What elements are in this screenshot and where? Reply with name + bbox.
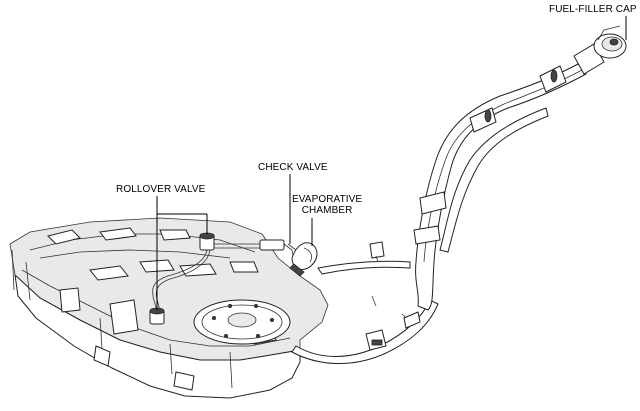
evaporative-chamber-part bbox=[289, 242, 318, 277]
evaporative-chamber-label-line2: CHAMBER bbox=[301, 205, 353, 216]
leader-lines bbox=[156, 16, 627, 310]
filler-neck bbox=[413, 25, 627, 311]
evaporative-chamber-label: EVAPORATIVE CHAMBER bbox=[292, 194, 362, 216]
evaporative-chamber-label-line1: EVAPORATIVE bbox=[292, 194, 363, 205]
fuel-filler-cap-label: FUEL-FILLER CAP bbox=[549, 4, 637, 15]
check-valve-part bbox=[259, 239, 299, 263]
check-valve-label: CHECK VALVE bbox=[258, 162, 328, 173]
vent-and-filler-pipes bbox=[291, 241, 439, 364]
fuel-tank bbox=[9, 217, 329, 399]
rollover-valve-label: ROLLOVER VALVE bbox=[116, 184, 206, 195]
